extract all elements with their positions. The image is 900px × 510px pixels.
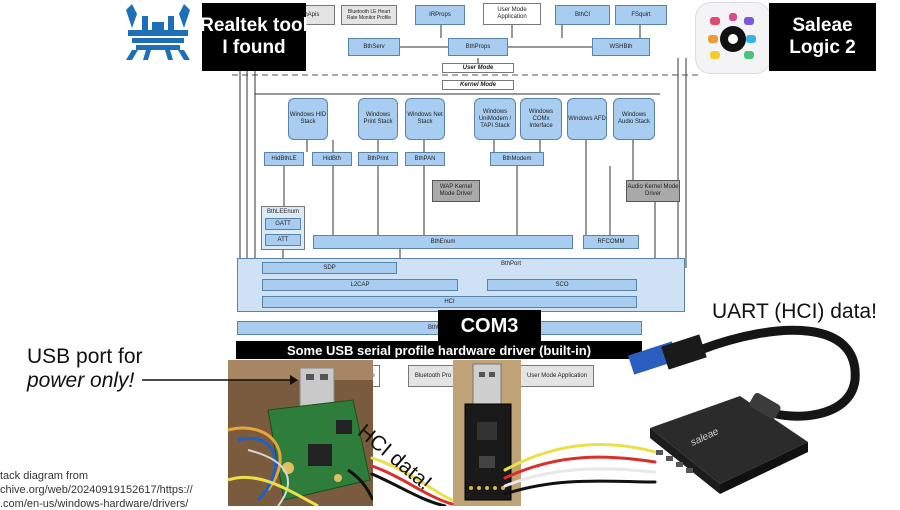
bthprint-box: BthPrint: [358, 152, 398, 166]
afd-box: Windows AFD: [567, 98, 607, 140]
fsquirt-box: FSquirt: [615, 5, 667, 25]
comx-interface-box: Windows COMx Interface: [520, 98, 562, 140]
audio-kernel-driver-box: Audio Kernel Mode Driver: [626, 180, 680, 202]
com3-label: COM3: [438, 310, 541, 342]
realtek-bluetooth-pcb-photo: [228, 360, 373, 506]
att-box: ATT: [265, 234, 301, 246]
user-mode-application-box: User Mode Application: [483, 3, 541, 25]
irprops-box: IRProps: [415, 5, 465, 25]
uart-hci-data-label: UART (HCI) data!: [712, 300, 877, 323]
heart-rate-profile-box: Bluetooth LE Heart Rate Monitor Profile: [341, 5, 397, 25]
gatt-box: GATT: [265, 218, 301, 230]
caption-line-3: .com/en-us/windows-hardware/drivers/: [0, 498, 189, 510]
bthserv-box: BthServ: [348, 38, 400, 56]
hid-stack-box: Windows HID Stack: [288, 98, 328, 140]
hidbthle-box: HidBthLE: [264, 152, 304, 166]
bluetooth-profile-box-partial: Bluetooth Pro: [408, 365, 458, 387]
hci-box: HCI: [262, 296, 637, 308]
wap-kernel-driver-box: WAP Kernel Mode Driver: [432, 180, 480, 202]
audio-stack-box: Windows Audio Stack: [613, 98, 655, 140]
realtek-tool-label: Realtek tool I found: [200, 3, 308, 71]
bthci-box: BthCI: [555, 5, 610, 25]
usb-port-note-line2: power only!: [27, 369, 135, 392]
usb-serial-adapter-photo: [453, 360, 521, 506]
usb-serial-driver-label: Some USB serial profile hardware driver …: [236, 341, 642, 359]
wshbth-box: WSHBth: [592, 38, 650, 56]
hidbth-box: HidBth: [312, 152, 352, 166]
saleae-logic-label: Saleae Logic 2: [769, 3, 876, 71]
kernel-mode-label: Kernel Mode: [442, 80, 514, 90]
bthprops-box: BthProps: [448, 38, 508, 56]
bthmodem-box: BthModem: [490, 152, 544, 166]
saleae-logic-device: [650, 393, 808, 494]
bthpan-box: BthPAN: [405, 152, 445, 166]
usb-port-note-line1: USB port for: [27, 345, 143, 368]
realtek-crab-logo-icon: [126, 4, 190, 60]
caption-line-2: chive.org/web/20240919152617/https://: [0, 484, 193, 496]
l2cap-box: L2CAP: [262, 279, 458, 291]
arrow-to-usb-port-icon: [142, 375, 298, 385]
rfcomm-box: RFCOMM: [583, 235, 639, 249]
bthenum-box: BthEnum: [313, 235, 573, 249]
unimodem-stack-box: Windows UniModem / TAPI Stack: [474, 98, 516, 140]
caption-line-1: tack diagram from: [0, 470, 89, 482]
net-stack-box: Windows Net Stack: [405, 98, 445, 140]
sdp-box: SDP: [262, 262, 397, 274]
user-mode-label: User Mode: [442, 63, 514, 73]
sco-box: SCO: [487, 279, 637, 291]
print-stack-box: Windows Print Stack: [358, 98, 398, 140]
